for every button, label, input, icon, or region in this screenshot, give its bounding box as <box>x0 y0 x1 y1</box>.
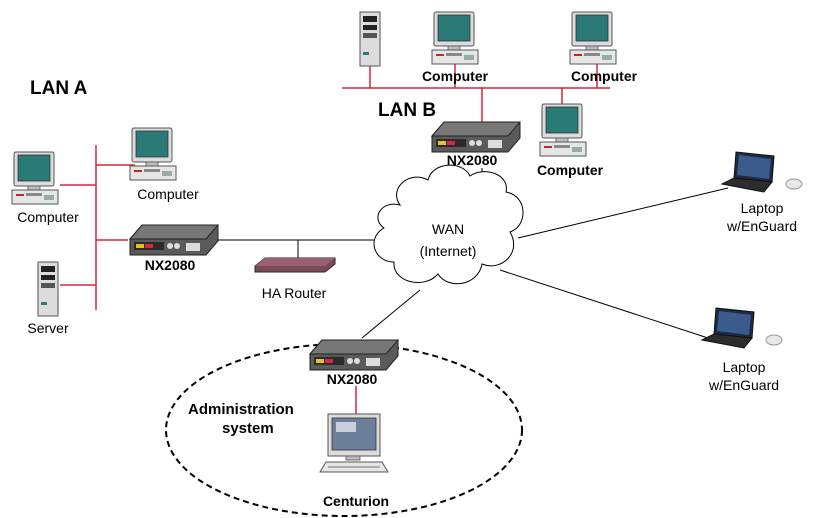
link-wan-to-laptop-1 <box>517 187 729 239</box>
lan-a-computer-2-icon <box>11 151 59 205</box>
wan-label-line1: WAN <box>431 221 465 237</box>
lan-a-appliance-icon <box>129 224 219 256</box>
ha-router-icon <box>254 257 336 273</box>
lan-b-title: LAN B <box>378 100 437 121</box>
lan-b-server-icon <box>359 11 381 67</box>
lan-b-computer-1-label: Computer <box>421 68 489 84</box>
lan-b-computer-2-icon <box>569 11 617 65</box>
centurion-label: Centurion <box>322 493 390 509</box>
admin-label-line2: system <box>222 420 274 437</box>
lan-b-appliance-icon <box>431 121 521 153</box>
laptop-1-label-line1: Laptop <box>740 200 784 216</box>
lan-b-computer-3-icon <box>539 103 587 157</box>
ha-router-label: HA Router <box>261 285 327 301</box>
laptop-2-icon <box>701 307 783 349</box>
laptop-2-label-line1: Laptop <box>722 359 766 375</box>
lan-a-title: LAN A <box>30 78 88 99</box>
wan-cloud-icon <box>373 164 524 285</box>
centurion-icon <box>319 413 389 473</box>
link-wan-to-admin <box>361 289 421 339</box>
link-wan-to-laptop-2 <box>499 269 709 339</box>
lan-b-computer-1-icon <box>431 11 479 65</box>
lan-a-server-icon <box>37 261 59 317</box>
lan-a-computer-1-icon <box>129 127 177 181</box>
wan-label-line2: (Internet) <box>419 243 477 259</box>
laptop-1-label-line2: w/EnGuard <box>726 218 798 234</box>
laptop-2-label-line2: w/EnGuard <box>708 377 780 393</box>
lan-a-computer-1-label: Computer <box>137 186 199 202</box>
laptop-1-icon <box>721 151 803 193</box>
lan-b-appliance-label: NX2080 <box>446 152 498 168</box>
lan-a-server-label: Server <box>27 320 69 336</box>
lan-a-appliance-label: NX2080 <box>144 257 196 273</box>
lan-b-computer-3-label: Computer <box>536 162 604 178</box>
admin-label-line1: Administration <box>188 401 294 418</box>
admin-appliance-icon <box>309 339 399 371</box>
lan-a-computer-2-label: Computer <box>17 209 79 225</box>
admin-appliance-label: NX2080 <box>326 371 378 387</box>
lan-b-computer-2-label: Computer <box>570 68 638 84</box>
